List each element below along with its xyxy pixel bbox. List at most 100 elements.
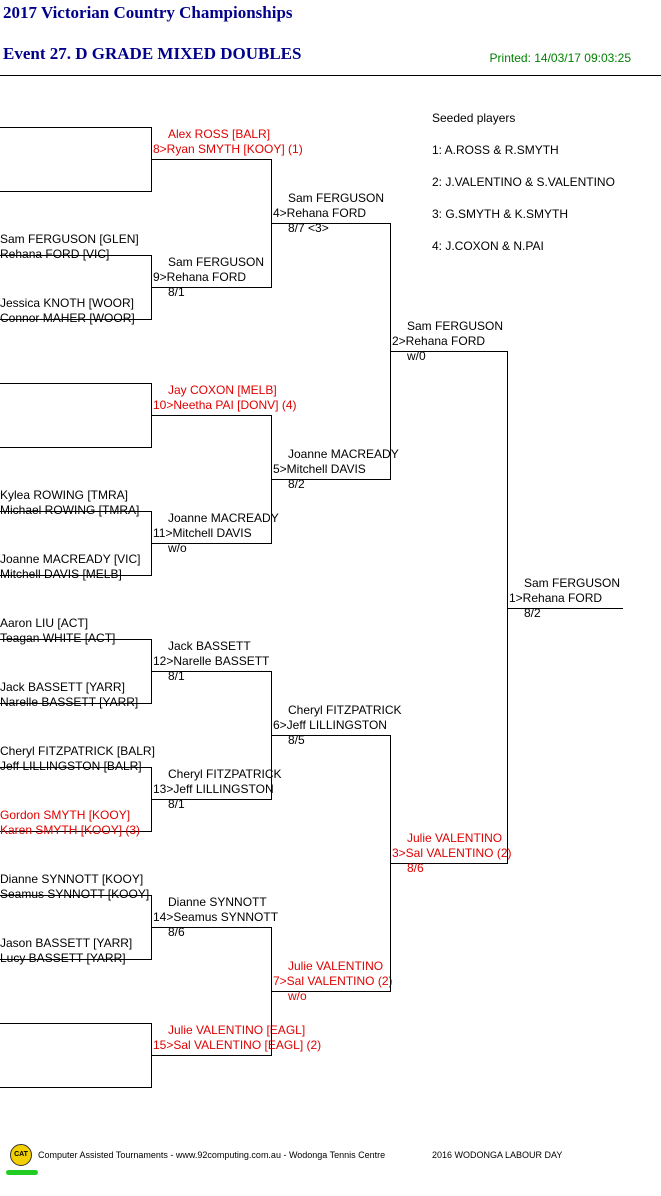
round2-score: w/o	[168, 541, 187, 555]
round2-player: 10>Neetha PAI [DONV] (4)	[153, 398, 297, 412]
round1-player: Jason BASSETT [YARR]	[0, 936, 133, 950]
round1-player: Rehana FORD [VIC]	[0, 247, 110, 261]
round2-line	[151, 415, 271, 416]
round1-line	[0, 959, 151, 960]
round2-line	[151, 287, 271, 288]
round1-player: Narelle BASSETT [YARR]	[0, 695, 139, 709]
round1-line	[0, 383, 151, 384]
round1-line	[0, 255, 151, 256]
footer-credit: Computer Assisted Tournaments - www.92co…	[38, 1150, 386, 1160]
page-title: 2017 Victorian Country Championships	[3, 3, 293, 22]
round1-player: Jeff LILLINGSTON [BALR]	[0, 759, 142, 773]
round1-player: Lucy BASSETT [YARR]	[0, 951, 126, 965]
round1-player: Karen SMYTH [KOOY] (3)	[0, 823, 141, 837]
round2-player: 11>Mitchell DAVIS	[153, 526, 252, 540]
printed-timestamp: Printed: 14/03/17 09:03:25	[489, 51, 631, 65]
cat-logo: CAT	[10, 1144, 32, 1166]
round2-player: 13>Jeff LILLINGSTON	[153, 782, 274, 796]
round3-line	[271, 223, 390, 224]
round1-player: Connor MAHER [WOOR]	[0, 311, 135, 325]
round3-player: 6>Jeff LILLINGSTON	[273, 718, 387, 732]
round3-player: 7>Sal VALENTINO (2)	[273, 974, 393, 988]
round1-bye-line	[0, 191, 151, 192]
round2-line	[151, 543, 271, 544]
round2-score: 8/1	[168, 797, 185, 811]
round3-score: 8/2	[288, 477, 305, 491]
round1-player: Joanne MACREADY [VIC]	[0, 552, 141, 566]
round2-score: 8/1	[168, 285, 185, 299]
round2-line	[151, 927, 271, 928]
champion-player: 1>Rehana FORD	[509, 591, 603, 605]
round2-line	[151, 1055, 271, 1056]
round1-line	[0, 127, 151, 128]
round2-player: Alex ROSS [BALR]	[168, 127, 271, 141]
champion-player: Sam FERGUSON	[524, 576, 621, 590]
round4-line	[390, 863, 507, 864]
round4-player: Sam FERGUSON	[407, 319, 504, 333]
round2-score: 8/1	[168, 669, 185, 683]
round4-player: 3>Sal VALENTINO (2)	[392, 846, 512, 860]
round4-connector	[507, 351, 508, 864]
round2-player: 9>Rehana FORD	[153, 270, 247, 284]
round4-score: 8/6	[407, 861, 424, 875]
round1-line	[0, 319, 151, 320]
round2-player: Jay COXON [MELB]	[168, 383, 277, 397]
round1-player: Teagan WHITE [ACT]	[0, 631, 116, 645]
seed-1: 1: A.ROSS & R.SMYTH	[432, 143, 559, 157]
round2-line	[151, 159, 271, 160]
round4-line	[390, 351, 507, 352]
round1-line	[0, 703, 151, 704]
round3-player: 4>Rehana FORD	[273, 206, 367, 220]
round1-bye-line	[0, 1087, 151, 1088]
round2-player: Cheryl FITZPATRICK	[168, 767, 282, 781]
round2-line	[151, 671, 271, 672]
round4-player: 2>Rehana FORD	[392, 334, 486, 348]
round2-player: 12>Narelle BASSETT	[153, 654, 270, 668]
seed-2: 2: J.VALENTINO & S.VALENTINO	[432, 175, 615, 189]
seed-3: 3: G.SMYTH & K.SMYTH	[432, 207, 569, 221]
round2-score: 8/6	[168, 925, 185, 939]
round4-score: w/0	[407, 349, 426, 363]
round3-line	[271, 735, 390, 736]
round4-player: Julie VALENTINO	[407, 831, 503, 845]
round3-player: 5>Mitchell DAVIS	[273, 462, 366, 476]
round3-score: 8/5	[288, 733, 305, 747]
final-line	[507, 608, 623, 609]
round1-player: Cheryl FITZPATRICK [BALR]	[0, 744, 155, 758]
round2-line	[151, 799, 271, 800]
round3-score: 8/7 <3>	[288, 221, 329, 235]
round2-player: 8>Ryan SMYTH [KOOY] (1)	[153, 142, 303, 156]
round2-player: Jack BASSETT	[168, 639, 251, 653]
round1-player: Seamus SYNNOTT [KOOY]	[0, 887, 150, 901]
round3-player: Cheryl FITZPATRICK	[288, 703, 402, 717]
round1-player: Sam FERGUSON [GLEN]	[0, 232, 139, 246]
round1-player: Gordon SMYTH [KOOY]	[0, 808, 131, 822]
round2-player: 15>Sal VALENTINO [EAGL] (2)	[153, 1038, 322, 1052]
round3-player: Julie VALENTINO	[288, 959, 384, 973]
round1-player: Kylea ROWING [TMRA]	[0, 488, 129, 502]
round1-line	[0, 1023, 151, 1024]
round1-player: Aaron LIU [ACT]	[0, 616, 89, 630]
round1-player: Jessica KNOTH [WOOR]	[0, 296, 135, 310]
round2-player: Julie VALENTINO [EAGL]	[168, 1023, 306, 1037]
round3-line	[271, 991, 390, 992]
seeded-heading: Seeded players	[432, 111, 516, 125]
header-divider	[0, 75, 661, 76]
round1-bye-line	[0, 447, 151, 448]
round3-line	[271, 479, 390, 480]
event-title: Event 27. D GRADE MIXED DOUBLES	[3, 44, 302, 63]
round1-line	[0, 895, 151, 896]
round1-line	[0, 575, 151, 576]
round1-line	[0, 831, 151, 832]
round3-score: w/o	[288, 989, 307, 1003]
round1-line	[0, 639, 151, 640]
final-score: 8/2	[524, 606, 541, 620]
footer-tournament: 2016 WODONGA LABOUR DAY	[432, 1150, 563, 1160]
round3-player: Sam FERGUSON	[288, 191, 385, 205]
round2-player: Joanne MACREADY	[168, 511, 279, 525]
round1-player: Michael ROWING [TMRA]	[0, 503, 140, 517]
round1-line	[0, 767, 151, 768]
round2-player: Sam FERGUSON	[168, 255, 265, 269]
logo-underline	[6, 1170, 38, 1175]
round1-line	[0, 511, 151, 512]
